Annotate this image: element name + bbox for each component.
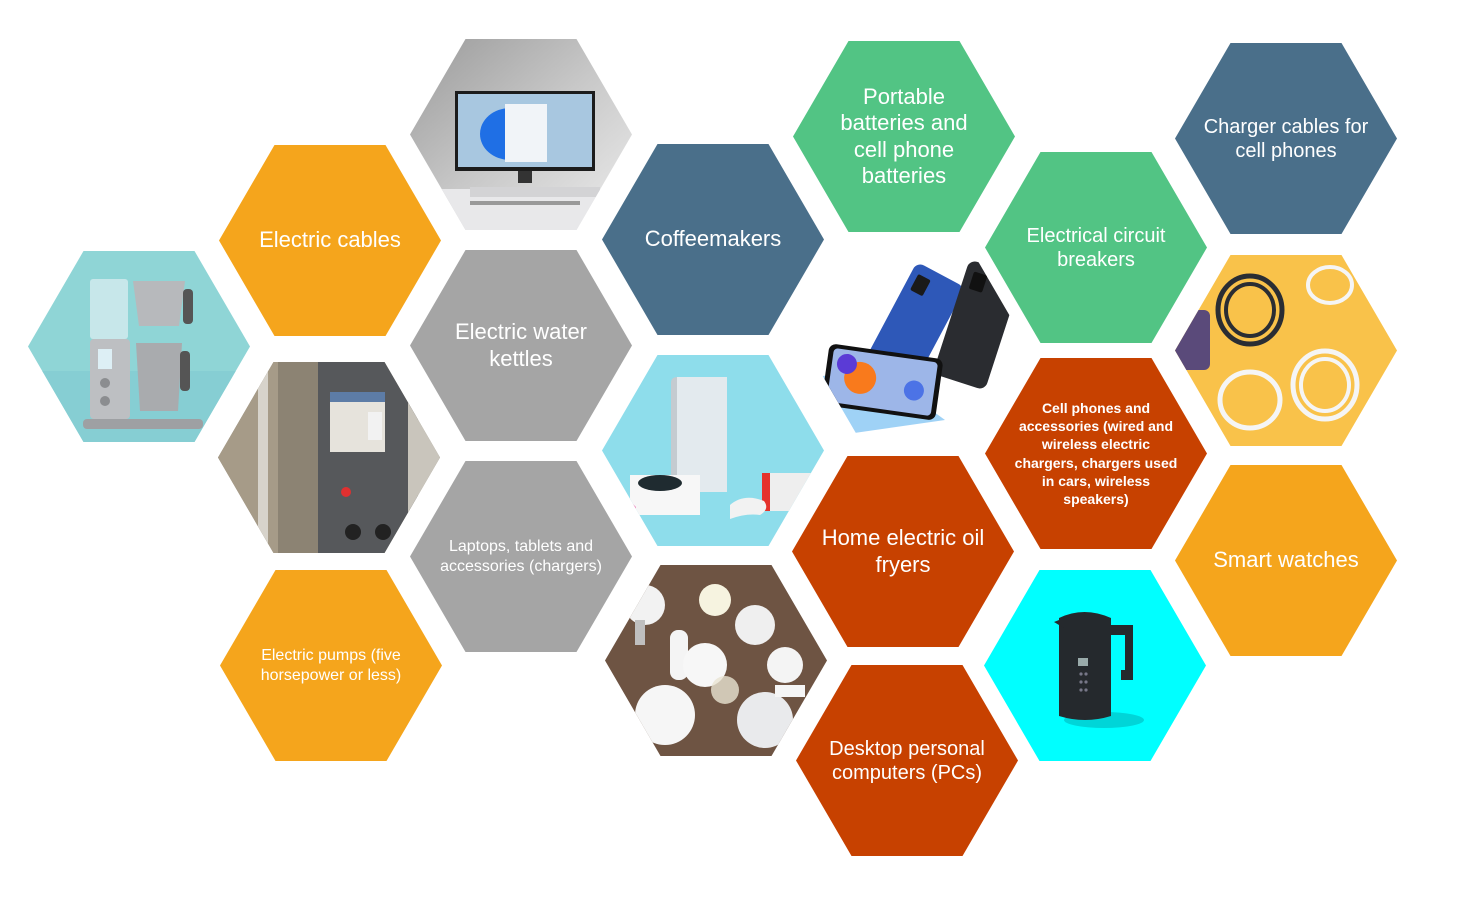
hex-desktop-pcs: Desktop personal computers (PCs) (796, 665, 1018, 856)
hex-charger-cables: Charger cables for cell phones (1175, 43, 1397, 234)
hex-home-electric-oil-fryers: Home electric oil fryers (792, 456, 1014, 647)
hex-portable-batteries: Portable batteries and cell phone batter… (793, 41, 1015, 232)
hex-label: Coffeemakers (644, 226, 782, 252)
circuit-breaker-icon (218, 362, 440, 553)
hex-coffeemakers: Coffeemakers (602, 144, 824, 335)
game-consoles-photo (602, 355, 824, 546)
hex-electric-cables: Electric cables (219, 145, 441, 336)
hex-label: Portable batteries and cell phone batter… (840, 83, 968, 188)
smartphones-photo (805, 250, 1027, 441)
hex-label: Smart watches (1213, 547, 1359, 573)
hex-label: Cell phones and accessories (wired and w… (1014, 399, 1178, 507)
hex-laptops-tablets: Laptops, tablets and accessories (charge… (410, 461, 632, 652)
desktop-monitor-photo (410, 39, 632, 230)
hex-label: Desktop personal computers (PCs) (829, 737, 985, 784)
circuit-breaker-photo (218, 362, 440, 553)
hex-electric-water-kettles: Electric water kettles (410, 250, 632, 441)
game-consoles-icon (602, 355, 824, 546)
coffee-maker-photo (28, 251, 250, 442)
light-bulbs-photo (605, 565, 827, 756)
desktop-monitor-icon (410, 39, 632, 230)
hex-electrical-circuit-breakers: Electrical circuit breakers (985, 152, 1207, 343)
light-bulbs-icon (605, 565, 827, 756)
hex-cell-phones-accessories: Cell phones and accessories (wired and w… (985, 358, 1207, 549)
smartphones-icon (805, 250, 1027, 441)
charging-cables-photo (1175, 255, 1397, 446)
coffee-maker-icon (28, 251, 250, 442)
charging-cables-icon (1175, 255, 1397, 446)
hex-smart-watches: Smart watches (1175, 465, 1397, 656)
hex-label: Charger cables for cell phones (1203, 115, 1369, 162)
electric-kettle-icon (984, 570, 1206, 761)
electric-kettle-photo (984, 570, 1206, 761)
hex-label: Laptops, tablets and accessories (charge… (440, 538, 602, 575)
hex-label: Electric pumps (five horsepower or less) (260, 647, 402, 684)
hex-electric-pumps: Electric pumps (five horsepower or less) (220, 570, 442, 761)
hex-label: Electric water kettles (454, 319, 588, 371)
hex-label: Home electric oil fryers (821, 525, 985, 577)
hex-label: Electrical circuit breakers (1026, 224, 1166, 271)
hex-label: Electric cables (259, 227, 401, 253)
